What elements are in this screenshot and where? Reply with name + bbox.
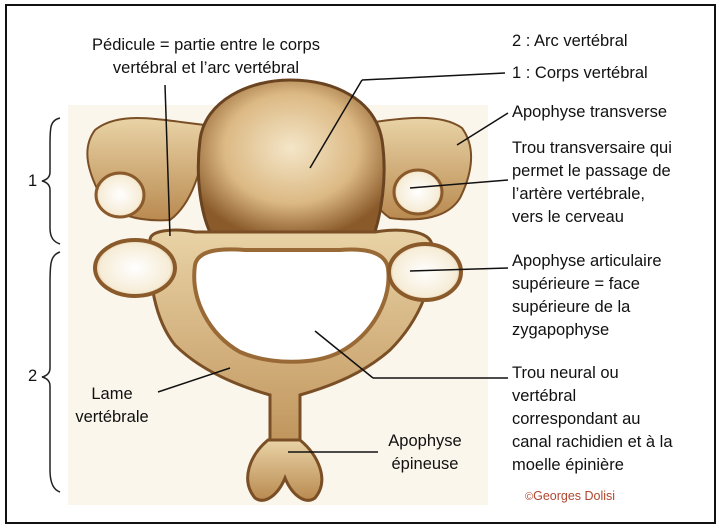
bracket-2-label: 2 (28, 365, 37, 388)
label-pedicule: Pédicule = partie entre le corps vertébr… (56, 34, 356, 80)
vertebral-body (198, 80, 384, 232)
copyright-symbol: © (525, 491, 533, 503)
label-apophyse-epineuse: Apophyse épineuse (370, 430, 480, 476)
label-arc: 2 : Arc vertébral (512, 30, 628, 53)
label-trou-transversaire: Trou transversaire qui permet le passage… (512, 137, 672, 229)
bracket-2 (42, 252, 60, 492)
leader-corps-top (362, 73, 505, 80)
credit-text: Georges Dolisi (533, 489, 615, 503)
bracket-1 (42, 118, 60, 244)
credit: ©Georges Dolisi (525, 489, 615, 503)
articular-process-right (389, 244, 461, 300)
bracket-1-label: 1 (28, 170, 37, 193)
label-trou-neural: Trou neural ou vertébral correspondant a… (512, 362, 673, 477)
label-corps: 1 : Corps vertébral (512, 62, 648, 85)
label-apophyse-transverse: Apophyse transverse (512, 101, 667, 124)
label-lame: Lame vertébrale (62, 383, 162, 429)
articular-process-left (95, 240, 175, 296)
label-apophyse-articulaire: Apophyse articulaire supérieure = face s… (512, 250, 662, 342)
